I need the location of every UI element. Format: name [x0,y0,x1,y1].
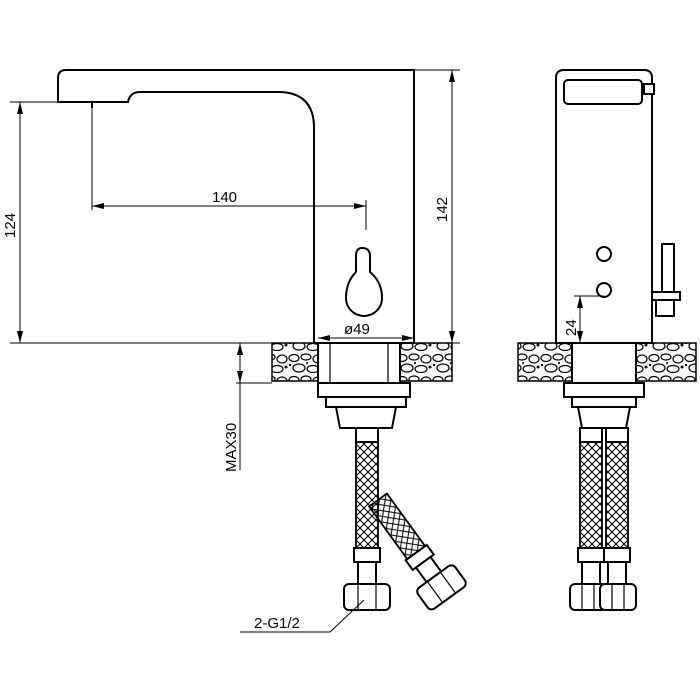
side-lever [661,243,675,295]
side-hex-nut-right [599,583,637,611]
hex-nut-right [416,564,467,611]
front-view [57,69,467,611]
handle-keyhole [344,246,384,317]
dim-label-142: 142 [434,197,451,222]
countertop-left [271,342,319,382]
side-view [517,69,697,611]
lock-nut [317,382,411,398]
side-hose-left [579,441,603,563]
sensor-window-upper [596,246,612,262]
faucet-body-outline [57,69,415,344]
shank-body [334,406,398,429]
dim-label-140: 140 [212,189,237,206]
dim-label-o49: ø49 [344,321,370,338]
dim-label-124: 124 [2,213,19,238]
side-body-outline [555,69,653,344]
hex-nut-left [343,583,391,611]
side-countertop-right [635,342,697,382]
side-hose-right [605,441,629,563]
hose-ferrule-left [353,547,381,563]
front-dimensions [10,69,460,633]
dim-label-max30: MAX30 [223,423,240,472]
spout-underside [58,101,128,108]
side-countertop-left [517,342,573,382]
hose-fitting [355,427,379,443]
lock-washer [325,396,407,408]
dim-label-inlet-thread: 2-G1/2 [254,615,300,632]
side-spout-tip [563,79,643,105]
sensor-window-lower [596,282,612,298]
countertop-right [399,342,453,382]
dim-label-24: 24 [563,319,580,336]
